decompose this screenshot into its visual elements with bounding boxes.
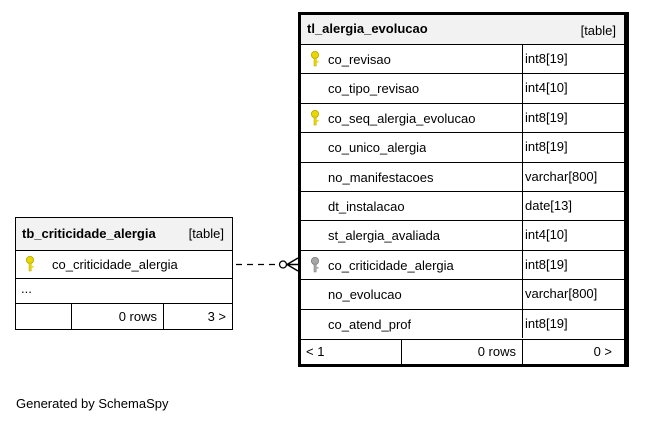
table-tb-criticidade-alergia[interactable]: tb_criticidade_alergia [table] co_critic… — [15, 217, 233, 330]
column-type: int8[19] — [525, 315, 568, 331]
column-row[interactable]: co_atend_prof int8[19] — [301, 309, 624, 338]
generated-by-footer: Generated by SchemaSpy — [16, 396, 169, 411]
column-type: int4[10] — [525, 227, 568, 243]
children-count[interactable]: 3 > — [207, 309, 226, 324]
column-row[interactable]: co_unico_alergia int8[19] — [301, 133, 624, 163]
more-columns-row: ... — [16, 279, 232, 304]
row-count: 0 rows — [477, 344, 516, 359]
column-name: co_tipo_revisao — [328, 81, 420, 97]
parents-count[interactable]: < 1 — [306, 344, 325, 359]
column-name: co_criticidade_alergia — [328, 257, 454, 273]
column-type: int8[19] — [525, 139, 568, 155]
table-footer: < 1 0 rows 0 > — [301, 339, 624, 366]
table-footer: 0 rows 3 > — [16, 304, 232, 329]
column-row[interactable]: dt_instalacao date[13] — [301, 192, 624, 222]
children-count[interactable]: 0 > — [593, 344, 612, 359]
column-name: no_manifestacoes — [328, 169, 434, 185]
column-type: int8[19] — [525, 109, 568, 125]
column-name: dt_instalacao — [328, 199, 405, 214]
column-type: varchar[800] — [525, 286, 598, 302]
table-header: tb_criticidade_alergia [table] — [16, 218, 232, 251]
primary-key-icon — [26, 256, 34, 272]
table-header: tl_alergia_evolucao [table] — [301, 15, 624, 45]
column-name: co_seq_alergia_evolucao — [328, 110, 476, 126]
table-name: tl_alergia_evolucao — [307, 21, 428, 36]
column-type: int8[19] — [525, 51, 568, 66]
column-name: co_atend_prof — [328, 316, 412, 332]
column-name: co_criticidade_alergia — [52, 257, 178, 272]
column-row[interactable]: co_tipo_revisao int4[10] — [301, 74, 624, 104]
column-row[interactable]: no_manifestacoes varchar[800] — [301, 162, 624, 192]
column-row[interactable]: no_evolucao varchar[800] — [301, 280, 624, 310]
foreign-key-icon — [311, 256, 319, 273]
table-kind: [table] — [188, 226, 224, 241]
primary-key-icon — [311, 51, 319, 67]
column-name: co_unico_alergia — [328, 140, 427, 156]
table-name: tb_criticidade_alergia — [22, 226, 156, 241]
column-row[interactable]: co_seq_alergia_evolucao int8[19] — [301, 103, 624, 134]
column-row[interactable]: co_criticidade_alergia — [16, 251, 232, 279]
column-row[interactable]: co_criticidade_alergia int8[19] — [301, 250, 624, 281]
table-kind: [table] — [580, 23, 616, 38]
column-name: st_alergia_avaliada — [328, 228, 441, 244]
column-type: int4[10] — [525, 80, 568, 96]
relationship-crowfoot — [286, 257, 299, 272]
column-type: varchar[800] — [525, 168, 598, 184]
column-name: co_revisao — [328, 52, 391, 67]
column-name: no_evolucao — [328, 287, 402, 303]
column-type: int8[19] — [525, 256, 568, 272]
column-row[interactable]: co_revisao int8[19] — [301, 45, 624, 75]
more-columns-ellipsis: ... — [21, 281, 32, 296]
row-count: 0 rows — [118, 309, 157, 324]
column-row[interactable]: st_alergia_avaliada int4[10] — [301, 221, 624, 251]
primary-key-icon — [311, 109, 319, 126]
relationship-optional-circle — [278, 260, 288, 269]
column-type: date[13] — [525, 198, 572, 213]
